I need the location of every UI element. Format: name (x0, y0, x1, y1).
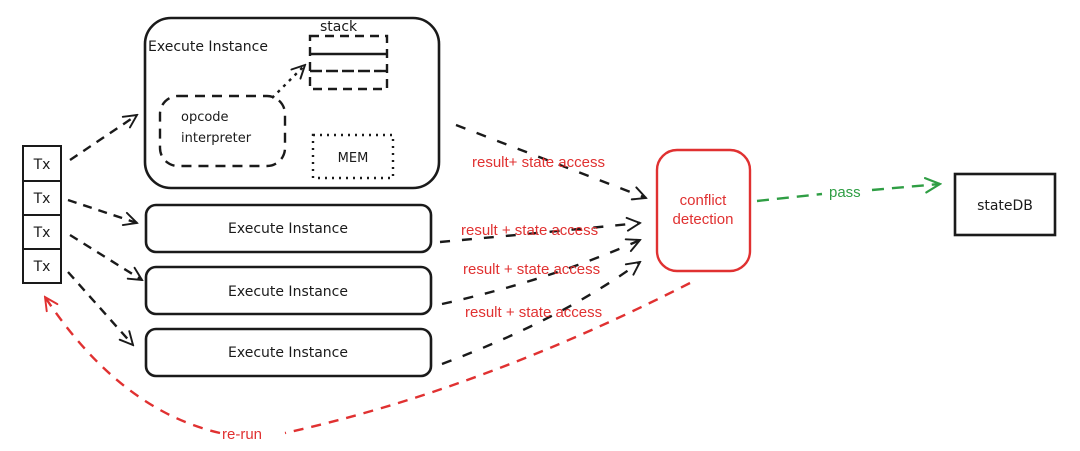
statedb-frame (953, 172, 1057, 237)
instance-3-frame (144, 265, 433, 316)
instance-2-label: Execute Instance (228, 221, 348, 237)
statedb-node: stateDB (953, 172, 1057, 237)
execute-instance-3: Execute Instance (144, 265, 433, 316)
arrow-tx-to-main-instance (69, 115, 137, 161)
instance-2-frame (144, 203, 433, 254)
arrow-instance-4-to-conflict (441, 262, 640, 366)
label-result-state-access-4: result + state access (465, 304, 602, 321)
conflict-label-line2: detection (673, 211, 734, 228)
execute-instance-4: Execute Instance (144, 327, 433, 378)
stack-frame (308, 34, 389, 91)
label-result-state-access-1: result+ state access (472, 154, 605, 171)
label-result-state-access-2: result + state access (461, 222, 598, 239)
tx-label-3: Tx (33, 225, 51, 241)
arrow-tx-to-instance-3 (69, 233, 142, 280)
opcode-interpreter-box (158, 94, 287, 168)
instance-3-label: Execute Instance (228, 284, 348, 300)
arrow-instance-2-to-conflict (439, 223, 640, 244)
instance-4-frame (144, 327, 433, 378)
label-result-state-access-3: result + state access (463, 261, 600, 278)
tx-label-1: Tx (33, 157, 51, 173)
arrow-tx-to-instance-2 (67, 198, 137, 223)
label-pass: pass (829, 184, 861, 201)
main-instance-frame (143, 16, 441, 190)
conflict-detection-node: conflict detection (655, 148, 752, 273)
arrow-instance-3-to-conflict (441, 240, 640, 306)
interpreter-label-line2: interpreter (181, 131, 252, 146)
execute-instance-2: Execute Instance (144, 203, 433, 254)
stack-label: stack (320, 19, 358, 35)
tx-label-4: Tx (33, 259, 51, 275)
tx-box-4 (22, 248, 62, 284)
conflict-detection-frame (655, 148, 752, 273)
main-execute-instance: Execute Instance stack opcode interprete… (143, 16, 441, 190)
arrow-pass-to-statedb (756, 184, 940, 201)
label-rerun: re-run (222, 426, 262, 443)
tx-label-2: Tx (33, 191, 51, 207)
main-instance-title: Execute Instance (148, 39, 268, 55)
mem-box (311, 133, 395, 180)
mem-label: MEM (338, 151, 369, 166)
interpreter-label-line1: opcode (181, 110, 229, 125)
statedb-label: stateDB (977, 198, 1033, 214)
arrow-tx-to-instance-4 (67, 271, 133, 345)
instance-4-label: Execute Instance (228, 345, 348, 361)
arrow-main-to-conflict (455, 123, 646, 198)
tx-queue: Tx Tx Tx Tx (22, 145, 62, 284)
arrow-rerun-to-tx (45, 283, 691, 435)
conflict-label-line1: conflict (680, 192, 728, 209)
